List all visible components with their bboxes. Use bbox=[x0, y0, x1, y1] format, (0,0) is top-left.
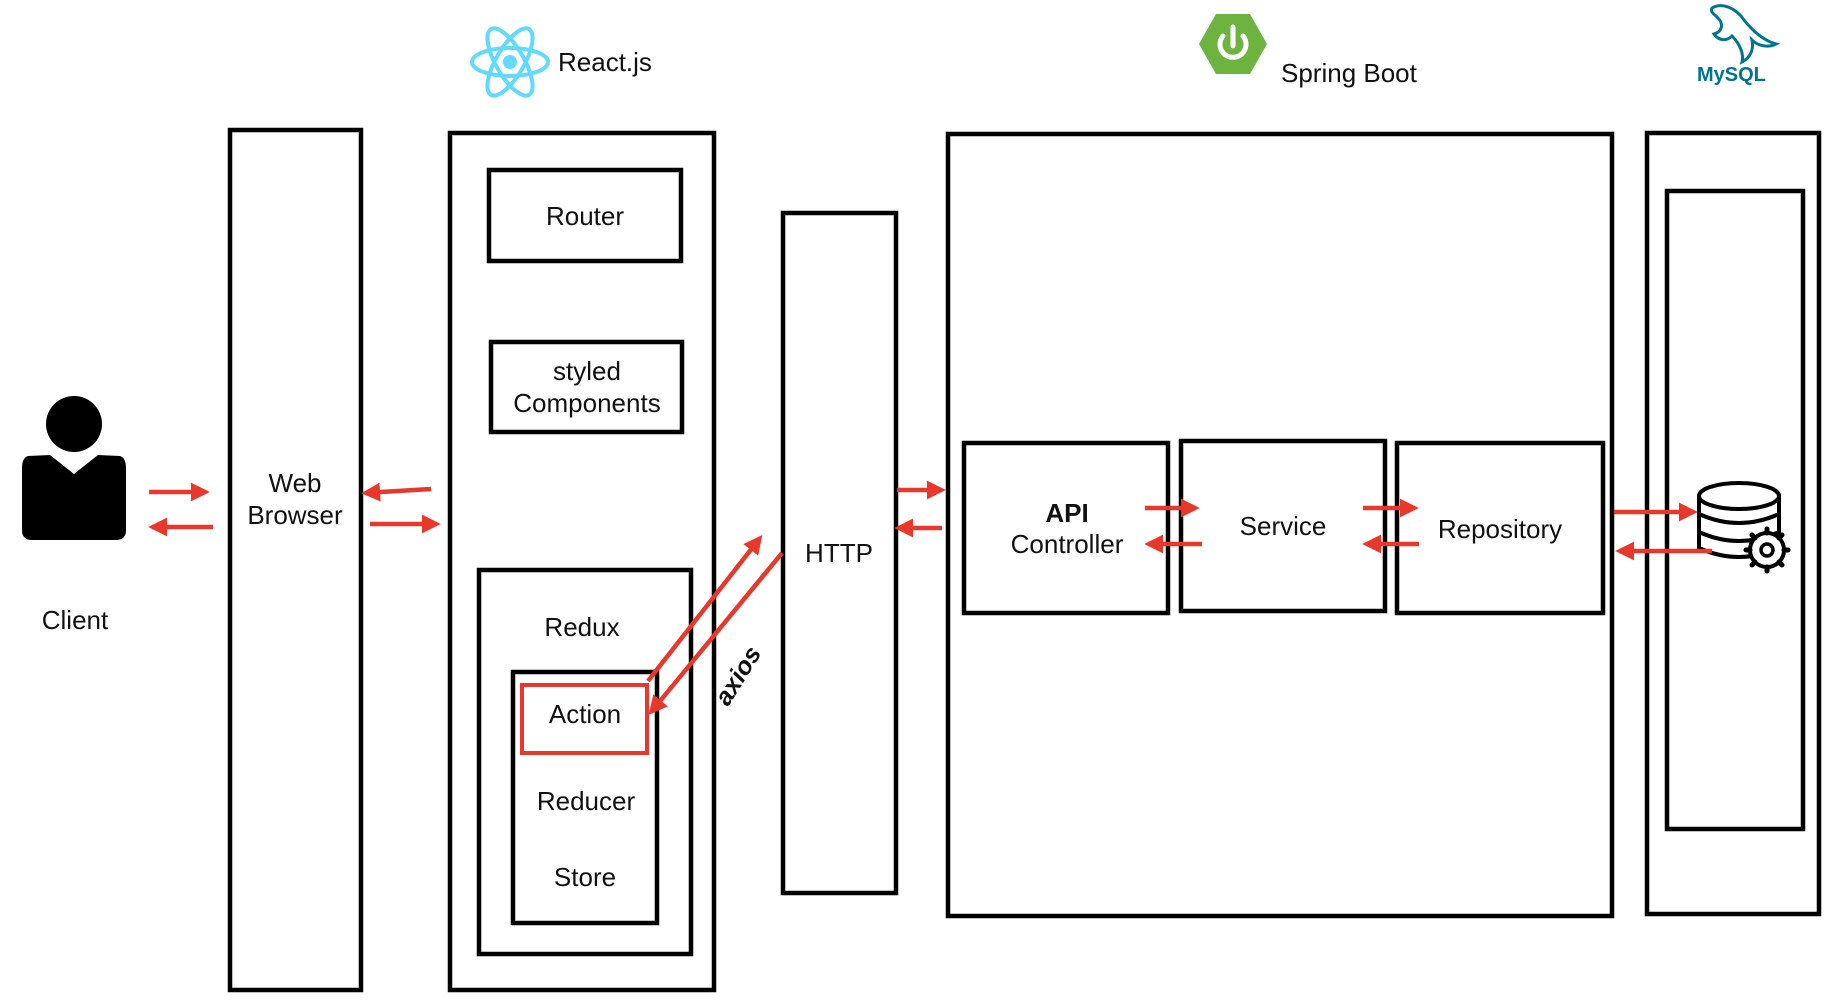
http-box bbox=[780, 210, 899, 896]
arrow-react-to-browser bbox=[361, 482, 432, 502]
action-label: Action bbox=[549, 699, 621, 729]
web-browser-box bbox=[227, 127, 364, 993]
web-browser-label-line1: Web bbox=[269, 468, 322, 498]
repository-box bbox=[1394, 440, 1606, 616]
router-label: Router bbox=[546, 201, 624, 231]
action-box-highlight bbox=[520, 683, 649, 755]
api-controller-line2: Controller bbox=[1011, 529, 1124, 559]
api-controller-line1: API bbox=[1045, 498, 1088, 528]
dolphin-icon bbox=[1710, 4, 1781, 65]
axios-label: axios bbox=[709, 641, 767, 710]
spring-label: Spring Boot bbox=[1281, 58, 1418, 88]
router-box bbox=[486, 167, 684, 264]
http-label: HTTP bbox=[805, 538, 873, 568]
flow-arrows bbox=[148, 480, 1712, 715]
redux-label: Redux bbox=[544, 612, 619, 642]
client-user-icon bbox=[22, 396, 126, 540]
react-icon bbox=[470, 26, 550, 98]
spring-logo: Spring Boot bbox=[1199, 14, 1418, 88]
arrow-action-to-http bbox=[646, 535, 763, 683]
mysql-wordmark: MySQL bbox=[1697, 64, 1766, 86]
repository-label: Repository bbox=[1438, 514, 1562, 544]
styled-components-box bbox=[488, 339, 685, 435]
reducer-label: Reducer bbox=[537, 786, 636, 816]
store-label: Store bbox=[554, 862, 616, 892]
client-label: Client bbox=[42, 605, 109, 635]
arrow-http-to-action bbox=[648, 551, 784, 715]
spring-power-icon bbox=[1199, 14, 1267, 74]
service-label: Service bbox=[1240, 511, 1327, 541]
styled-components-line1: styled bbox=[553, 356, 621, 386]
web-browser-label-line2: Browser bbox=[247, 500, 343, 530]
react-logo: React.js bbox=[470, 26, 652, 98]
react-label: React.js bbox=[558, 47, 652, 77]
styled-components-line2: Components bbox=[513, 388, 660, 418]
service-box bbox=[1178, 438, 1388, 614]
api-controller-box bbox=[961, 440, 1171, 616]
mysql-logo: MySQL bbox=[1697, 4, 1781, 86]
